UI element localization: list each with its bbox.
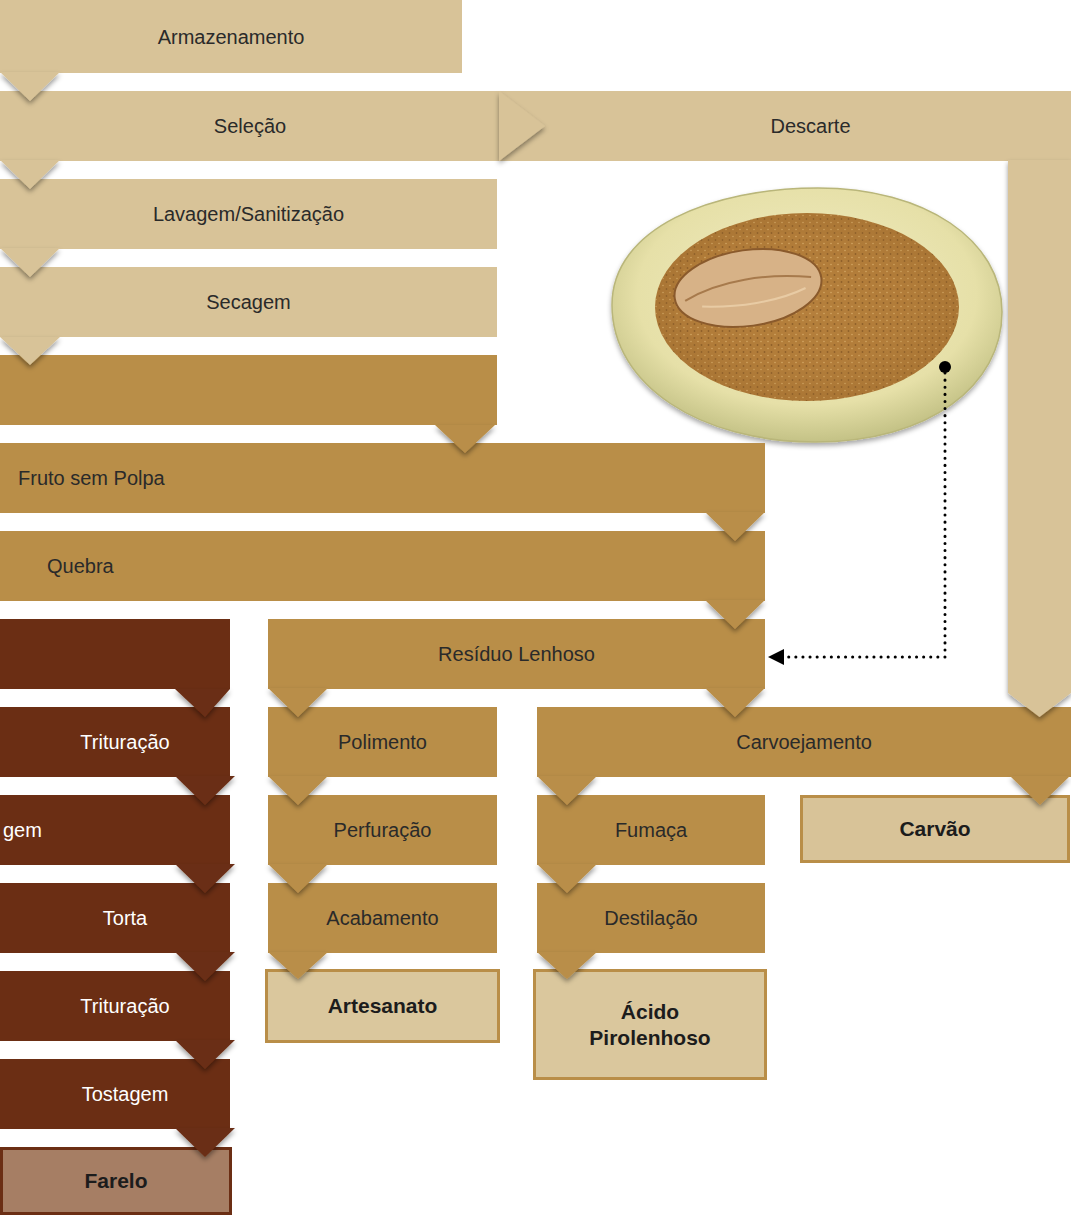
node-label: Tostagem	[82, 1082, 169, 1106]
node-label: Trituração	[80, 994, 169, 1018]
product-box: Farelo	[0, 1147, 232, 1215]
node-label: Lavagem/Sanitização	[153, 202, 344, 226]
flow-chevron	[499, 91, 545, 161]
flow-chevron	[705, 688, 765, 717]
process-band: Descarte	[500, 91, 1071, 161]
node-label: Quebra	[47, 554, 114, 578]
flow-chevron	[268, 688, 328, 717]
flow-chevron	[268, 776, 328, 805]
process-band: gem	[0, 795, 230, 865]
node-label: Ácido Pirolenhoso	[575, 999, 725, 1049]
node-label: Destilação	[604, 906, 697, 930]
product-box: Artesanato	[265, 969, 500, 1043]
flow-chevron	[175, 1128, 235, 1157]
flow-chevron	[705, 600, 765, 629]
process-band: Resíduo Lenhoso	[268, 619, 765, 689]
flow-chevron	[268, 952, 328, 979]
node-label: Acabamento	[326, 906, 438, 930]
flow-chevron	[175, 1040, 235, 1069]
flow-chevron	[1010, 776, 1070, 805]
process-band: Trituração	[0, 707, 230, 777]
process-band: Destilação	[537, 883, 765, 953]
node-label: Torta	[103, 906, 147, 930]
flow-chevron	[0, 248, 60, 277]
flow-chevron	[705, 512, 765, 541]
node-label: gem	[3, 818, 42, 842]
flow-chevron	[0, 337, 60, 365]
node-label: Trituração	[80, 730, 169, 754]
banner	[0, 619, 230, 689]
node-label: Artesanato	[328, 993, 438, 1018]
flow-chevron	[268, 864, 328, 893]
node-label: Fumaça	[615, 818, 687, 842]
process-band: Secagem	[0, 267, 497, 337]
node-label: Polimento	[338, 730, 427, 754]
node-label: Seleção	[214, 114, 286, 138]
node-label: Farelo	[84, 1168, 147, 1193]
process-band: Trituração	[0, 971, 230, 1041]
flow-chevron	[435, 425, 495, 453]
node-label: Carvoejamento	[736, 730, 872, 754]
process-band: Seleção	[0, 91, 500, 161]
process-band: Perfuração	[268, 795, 497, 865]
flow-chevron	[175, 952, 235, 981]
node-label: Descarte	[770, 114, 850, 138]
process-band: Fruto sem Polpa	[0, 443, 765, 513]
node-label: Perfuração	[334, 818, 432, 842]
flow-chevron	[175, 864, 235, 893]
flow-chevron	[1008, 160, 1071, 717]
flow-chevron	[175, 689, 230, 717]
node-label: Resíduo Lenhoso	[438, 642, 595, 666]
node-label: Secagem	[206, 290, 291, 314]
process-band: Carvoejamento	[537, 707, 1071, 777]
process-band: Acabamento	[268, 883, 497, 953]
process-band: Tostagem	[0, 1059, 230, 1129]
product-box: Carvão	[800, 795, 1070, 863]
process-band: Torta	[0, 883, 230, 953]
product-box: Ácido Pirolenhoso	[533, 969, 767, 1080]
flow-chevron	[175, 776, 235, 805]
flow-chevron	[0, 72, 60, 101]
node-label: Carvão	[899, 816, 970, 841]
process-band: Polimento	[268, 707, 497, 777]
process-band: Fumaça	[537, 795, 765, 865]
flow-chevron	[0, 160, 60, 189]
flow-chevron	[537, 952, 597, 979]
node-label: Fruto sem Polpa	[18, 466, 165, 490]
process-band: Armazenamento	[0, 0, 462, 73]
flow-chevron	[537, 776, 597, 805]
process-band: Quebra	[0, 531, 765, 601]
node-label: Armazenamento	[158, 25, 305, 49]
flow-chevron	[537, 864, 597, 893]
process-band: Lavagem/Sanitização	[0, 179, 497, 249]
banner	[0, 355, 497, 425]
